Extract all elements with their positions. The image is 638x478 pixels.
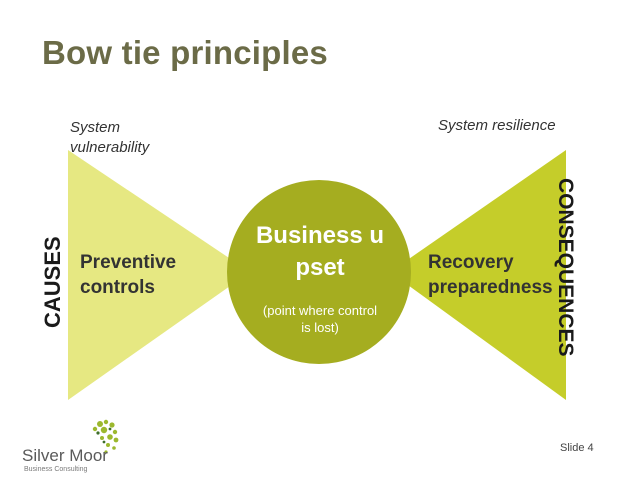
recovery-preparedness-label: Recovery preparedness	[428, 252, 553, 298]
system-resilience-label: System resilience	[438, 117, 556, 134]
business-upset-circle	[227, 180, 411, 364]
causes-label: CAUSES	[40, 236, 65, 328]
silver-moor-logo-icon	[92, 419, 119, 454]
causes-triangle	[68, 150, 250, 400]
preventive-controls-label: Preventive controls	[80, 252, 177, 298]
consequences-triangle	[390, 150, 566, 400]
consequences-label: CONSEQUENCES	[554, 178, 577, 357]
business-upset-subtitle: (point where control is lost)	[262, 303, 378, 335]
logo-name: Silver Moor	[22, 446, 108, 465]
slide-number: Slide 4	[560, 442, 594, 454]
slide-title: Bow tie principles	[42, 34, 328, 71]
business-upset-title: Business upset	[255, 222, 385, 281]
system-vulnerability-label: System vulnerability	[70, 119, 150, 156]
logo-subtitle: Business Consulting	[24, 466, 88, 473]
